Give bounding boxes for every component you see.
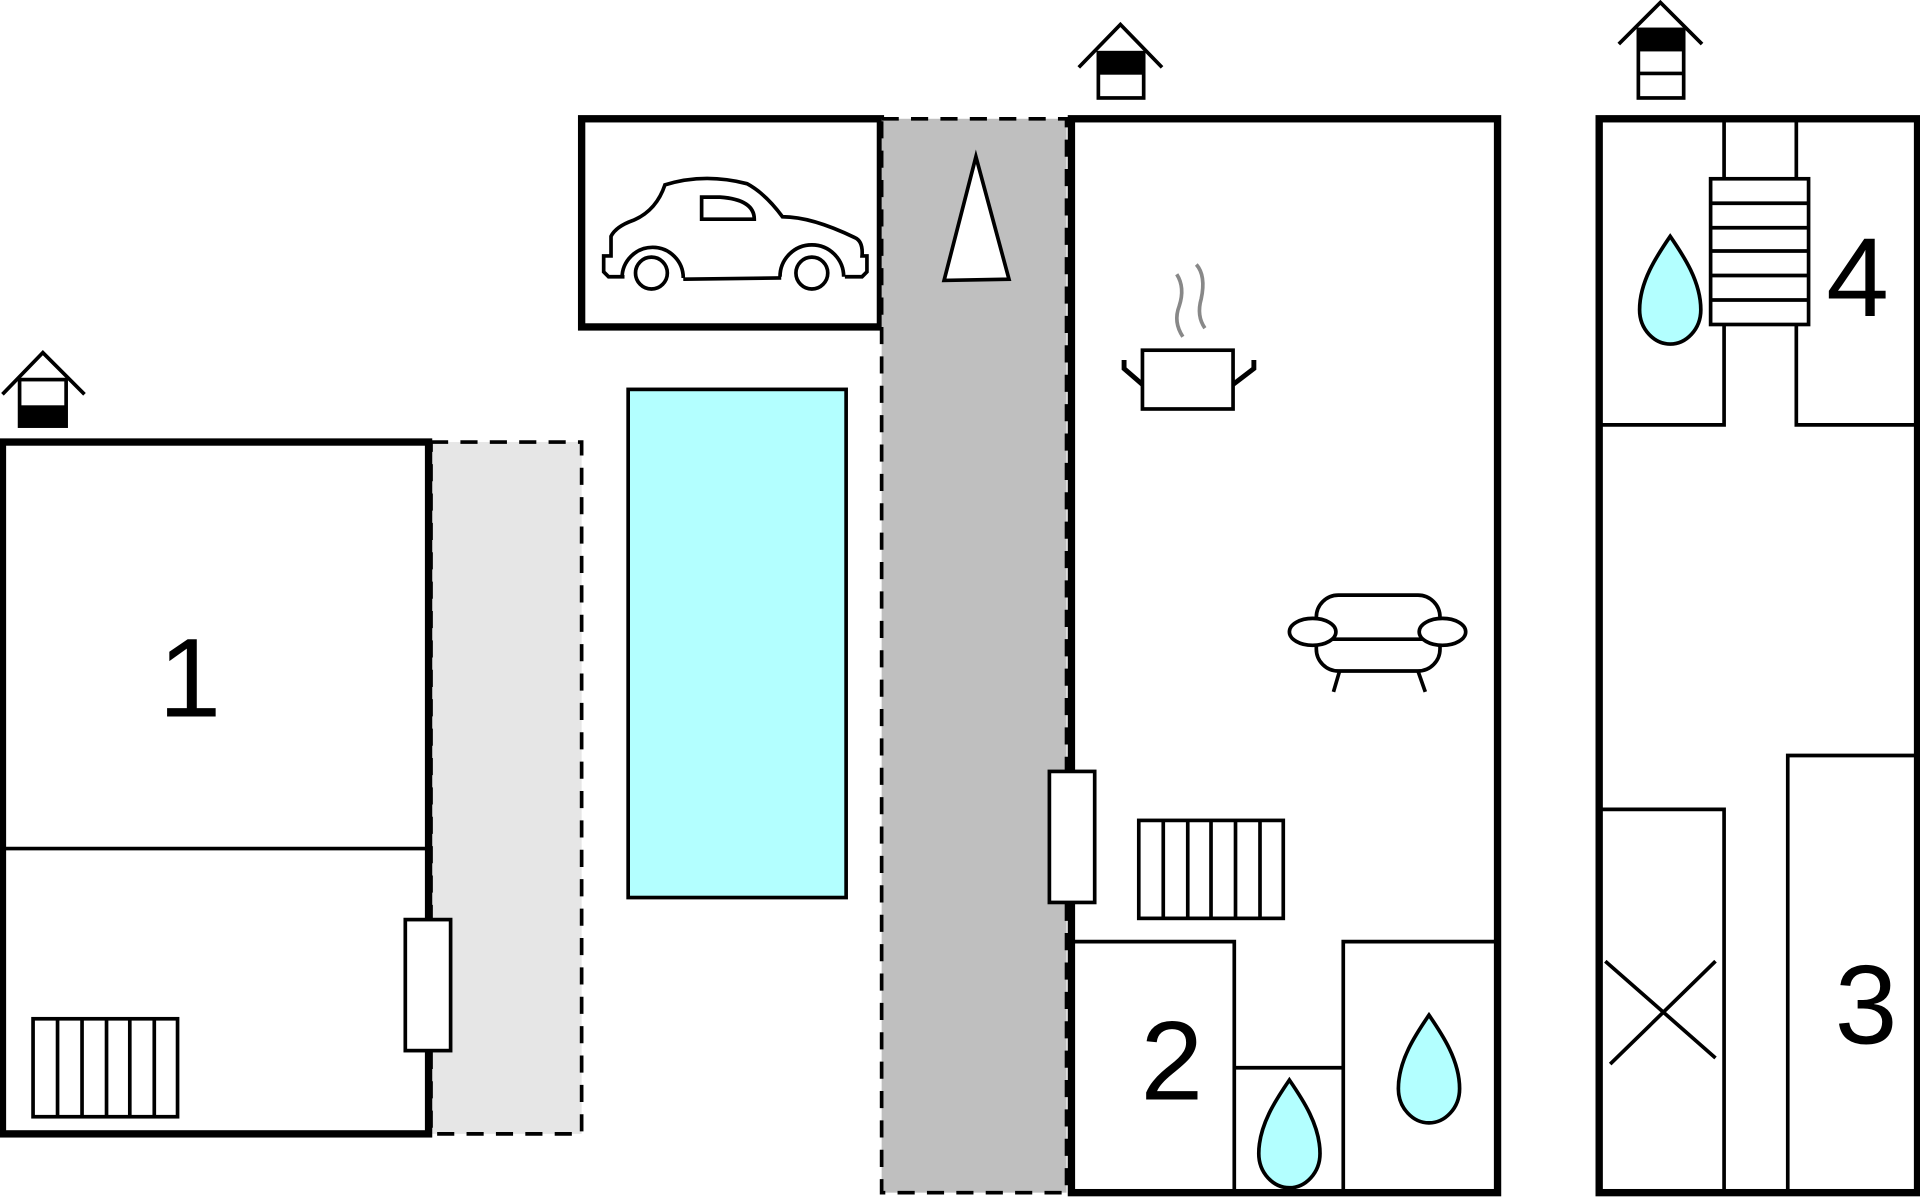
car-icon [601,176,869,291]
terrace-light [429,440,584,1136]
building-3-walls [1595,115,1920,1197]
house-entrance-icon [1617,0,1704,100]
radiator-icon [31,1016,180,1119]
house-entrance-icon [1077,21,1164,100]
cooking-pot-icon [1121,263,1257,411]
water-drop-icon [1256,1076,1322,1190]
building-2: 2 [1047,21,1502,1197]
house-entrance-icon [1,350,86,428]
room-1-number: 1 [158,614,221,740]
door-icon [403,917,453,1053]
building-2-walls [1067,115,1502,1197]
building-1: 1 [0,350,584,1138]
bed-cross-icon [1604,959,1717,1066]
water-drop-icon [1396,1011,1462,1125]
door-icon [1047,769,1097,905]
carport [577,115,885,331]
room-3-number: 3 [1835,941,1898,1067]
pool [626,387,848,900]
water-drop-icon [1637,233,1703,346]
path-dark [879,116,1069,1195]
building-1-walls [0,438,433,1138]
building-3: 4 3 [1595,0,1920,1197]
sofa-icon [1287,593,1468,693]
stairs-icon [1708,176,1811,327]
radiator-icon [1136,818,1286,921]
room-2-number: 2 [1141,998,1204,1124]
room-4-number: 4 [1826,214,1889,340]
north-arrow-icon [941,149,1012,283]
